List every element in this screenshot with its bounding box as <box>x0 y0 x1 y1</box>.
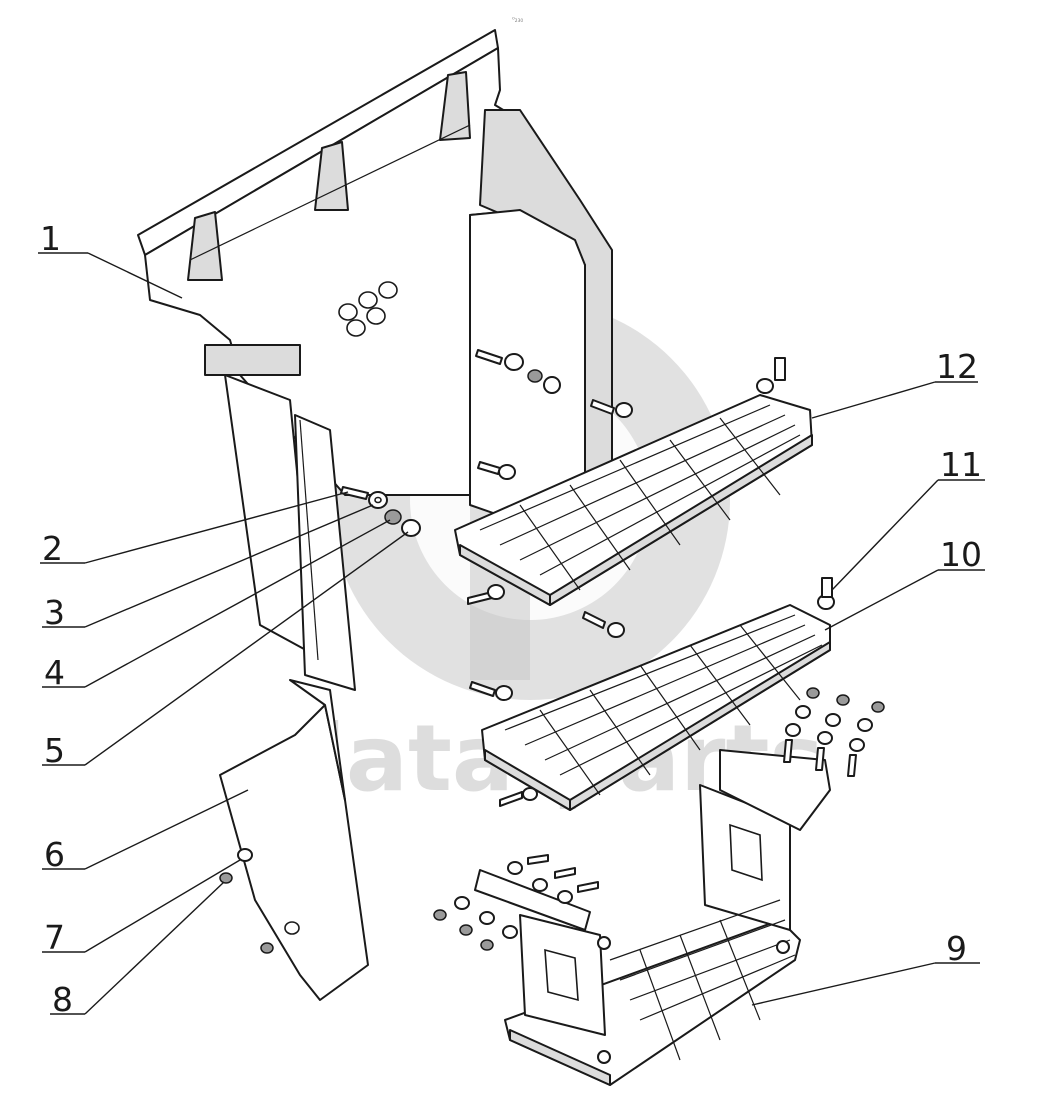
callout-6: 6 <box>44 835 65 874</box>
leader-9-b <box>751 962 936 1006</box>
top-mark: ⁰₂₃₀ <box>512 16 523 24</box>
callout-1: 1 <box>40 219 61 258</box>
callout-4: 4 <box>44 653 65 692</box>
callout-8: 8 <box>52 980 73 1019</box>
leader-6-b <box>84 789 249 870</box>
callout-7: 7 <box>44 918 65 957</box>
leader-1-b <box>87 252 183 299</box>
callout-10: 10 <box>940 535 982 574</box>
leader-4-b <box>84 519 391 688</box>
leader-8-b <box>84 881 225 1015</box>
leader-11-b <box>831 479 939 591</box>
panel-fasteners <box>475 349 633 480</box>
vertical-strip <box>224 374 356 691</box>
fastener-washer-3 <box>368 491 388 509</box>
callout-3: 3 <box>44 593 65 632</box>
leader-2-b <box>84 491 349 564</box>
leader-5-b <box>84 531 409 766</box>
leader-3-b <box>84 504 374 628</box>
leader-lines <box>38 252 985 1015</box>
bolt-cluster-9 <box>433 687 885 951</box>
callout-11: 11 <box>940 445 982 484</box>
leader-7-b <box>84 859 241 953</box>
fastener-cap-5 <box>401 519 421 537</box>
leader-10-b <box>824 569 939 631</box>
callout-5: 5 <box>44 731 65 770</box>
callout-9: 9 <box>946 929 967 968</box>
callout-2: 2 <box>42 529 63 568</box>
leader-12-b <box>811 381 936 419</box>
fastener-washer-7 <box>237 848 253 862</box>
part-10-step-lower <box>467 577 835 811</box>
part-12-step-upper <box>454 357 813 606</box>
part-6-mudflap <box>219 679 369 1001</box>
fastener-nut-8 <box>219 872 274 954</box>
callout-12: 12 <box>936 347 978 386</box>
fastener-bolt-2 <box>340 486 369 500</box>
part-9-step-frame <box>474 749 831 1086</box>
part-1-bracket-panel <box>137 29 613 546</box>
